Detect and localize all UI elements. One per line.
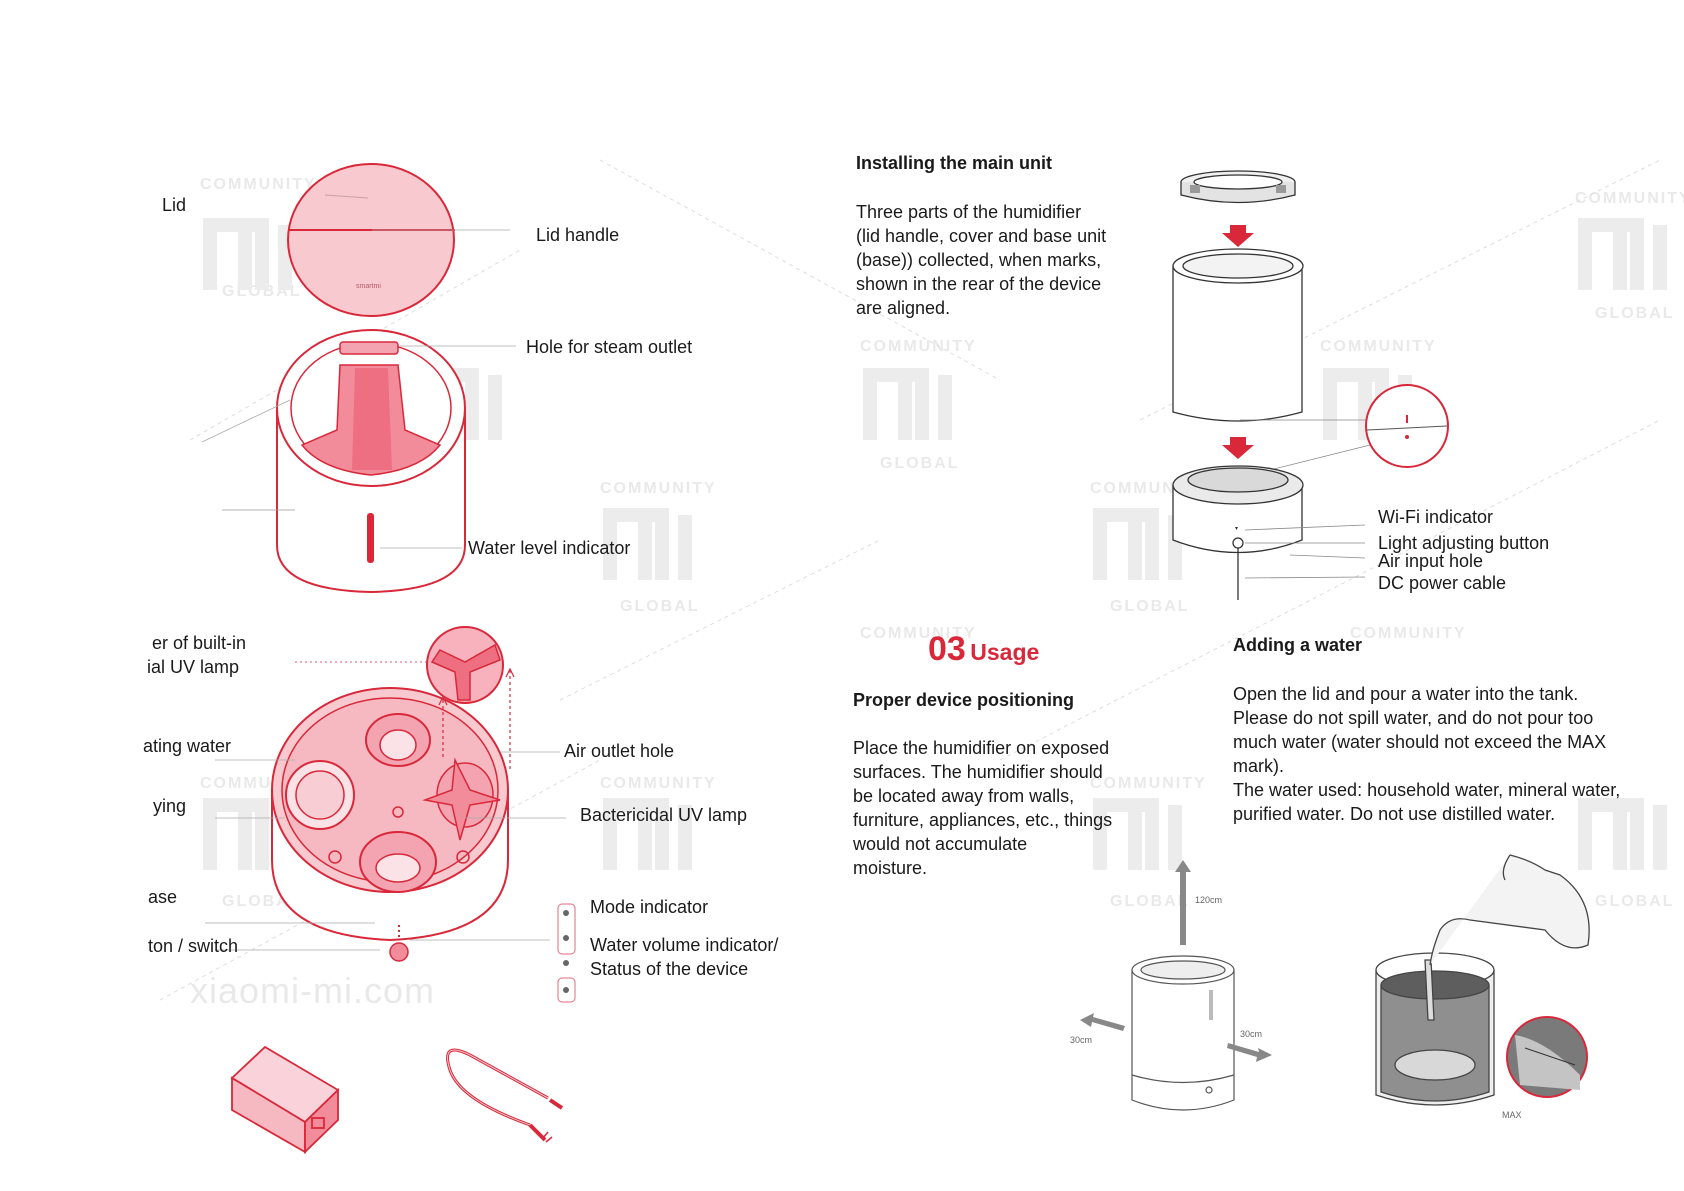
max-label: MAX [1502,1110,1522,1120]
mode-indicator-label: Mode indicator [590,897,709,917]
heating-water-label: ating water [143,736,232,756]
watermark-global: GLOBAL [1110,893,1190,910]
air-input-label: Air input hole [1378,551,1484,571]
positioning-line: surfaces. The humidifier should [853,762,1103,782]
install-line: (base)) collected, when marks, [856,250,1102,270]
install-paragraph: Three parts of the humidifier (lid handl… [856,200,1106,320]
max-mark-zoom-drawing [1506,1016,1588,1098]
install-lid-drawing [1180,170,1296,204]
usage-heading: 03 Usage [928,630,1039,669]
lid-handle-label: Lid handle [536,225,620,245]
positioning-paragraph: Place the humidifier on exposed surfaces… [853,736,1112,880]
light-button-label: Light adjusting button [1378,533,1550,553]
power-cable-drawing [446,1048,564,1143]
body-drawing [222,329,466,594]
positioning-line: furniture, appliances, etc., things [853,810,1113,830]
adding-line: The water used: household water, mineral… [1233,780,1621,800]
positioning-line: moisture. [853,858,928,878]
air-outlet-label: Air outlet hole [564,741,675,761]
leaders-base [205,661,566,951]
watermark-global: GLOBAL [620,598,700,615]
adding-line: much water (water should not exceed the … [1233,732,1607,752]
adding-line: mark). [1233,756,1284,776]
leaders-top [201,229,516,549]
arrow-down-2 [1222,437,1254,459]
install-tank-drawing [1172,248,1304,422]
watermark-community: COMMUNITY [1320,338,1437,355]
water-level-label: Water level indicator [468,538,631,558]
watermark-community: COMMUNITY [600,775,717,792]
water-volume-label-1: Water volume indicator/ [590,935,779,955]
install-leaders [1244,524,1366,579]
adding-line: purified water. Do not use distilled wat… [1233,804,1556,824]
watermark-community: COMMUNITY [1575,190,1684,207]
watermark-global: GLOBAL [1595,893,1675,910]
alignment-zoom-drawing [1240,384,1449,476]
distance-arrows [1080,860,1272,1062]
positioning-line: Place the humidifier on exposed [853,738,1110,758]
watermark-global: GLOBAL [1110,598,1190,615]
switch-label: ton / switch [148,936,239,956]
usage-title: Usage [970,639,1040,665]
watermark-community: COMMUNITY [1090,775,1207,792]
steam-outlet-label: Hole for steam outlet [526,337,693,357]
install-line: (lid handle, cover and base unit [856,226,1107,246]
adding-line: Open the lid and pour a water into the t… [1233,684,1579,704]
install-line: Three parts of the humidifier [856,202,1082,222]
dim-left-label: 30cm [1070,1035,1093,1045]
adding-paragraph: Open the lid and pour a water into the t… [1233,682,1620,826]
water-volume-label-2: Status of the device [590,959,749,979]
positioning-line: would not accumulate [853,834,1028,854]
uv-cover-label-1: er of built-in [152,633,247,653]
power-adapter-drawing [230,1045,340,1155]
uv-lamp-label: Bactericidal UV lamp [580,805,748,825]
base-label: ase [148,887,178,907]
drying-label: ying [153,796,187,816]
dim-right-label: 30cm [1240,1029,1263,1039]
install-title: Installing the main unit [856,153,1053,173]
install-base-drawing: ▾ [1172,465,1304,600]
watermark-community: COMMUNITY [860,625,977,642]
watermark-community: COMMUNITY [200,176,317,193]
install-line: shown in the rear of the device [856,274,1102,294]
dc-cable-label: DC power cable [1378,573,1507,593]
usage-number: 03 [928,630,966,668]
watermark-community: COMMUNITY [600,480,717,497]
indicator-icons [557,903,576,1003]
adding-line: Please do not spill water, and do not po… [1233,708,1594,728]
wifi-indicator-label: Wi-Fi indicator [1378,507,1494,527]
svg-text:▾: ▾ [1235,526,1238,532]
watermark-site: xiaomi-mi.com [190,970,436,1011]
adding-title: Adding a water [1233,635,1363,655]
dim-top-label: 120cm [1195,895,1223,905]
uv-cover-label-2: ial UV lamp [147,657,240,677]
arrow-down-1 [1222,225,1254,247]
install-line: are aligned. [856,298,951,318]
svg-text:smartmi: smartmi [356,283,381,290]
watermark-global: GLOBAL [222,893,302,910]
lid-label: Lid [162,195,187,215]
watermark-global: GLOBAL [880,455,960,472]
lid-drawing: smartmi [287,163,455,317]
positioning-title: Proper device positioning [853,690,1075,710]
base-drawing [271,687,509,962]
watermark-community: COMMUNITY [1350,625,1467,642]
adding-water-drawing [1375,854,1590,1106]
uv-lamp-cover-drawing [426,626,515,770]
watermark-global: GLOBAL [1595,305,1675,322]
positioning-line: be located away from walls, [853,786,1075,806]
positioning-drawing [1131,955,1235,1111]
